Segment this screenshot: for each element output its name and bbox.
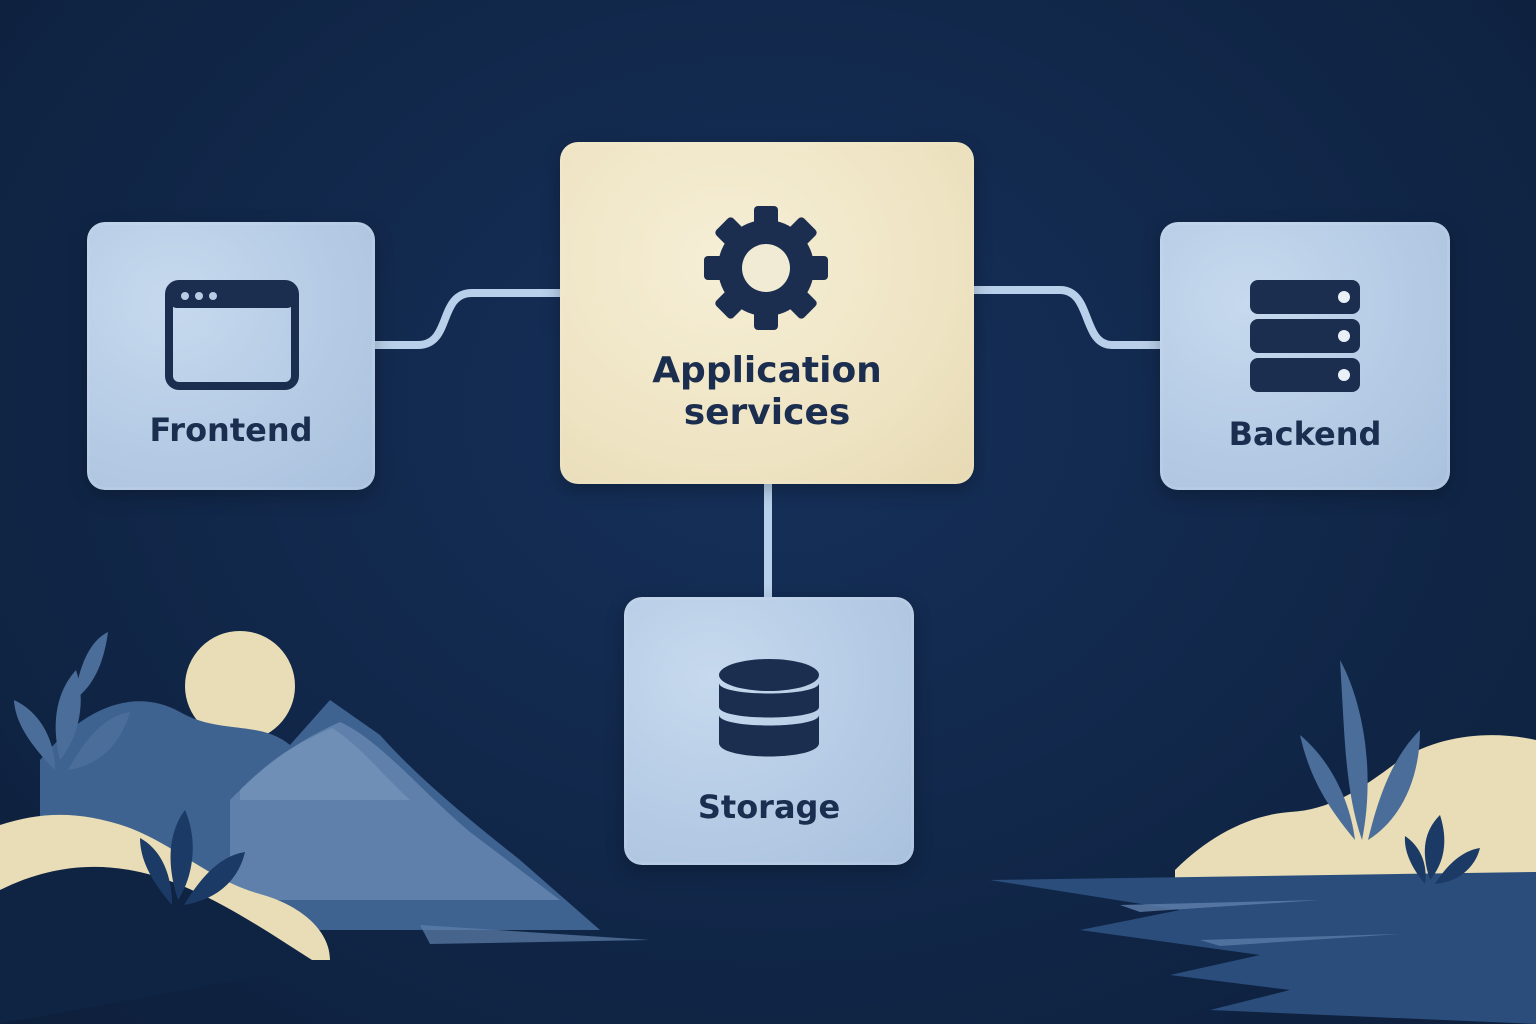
water-streak-left xyxy=(420,925,650,944)
plant-leaf xyxy=(68,712,130,770)
plant-leaf xyxy=(14,700,55,770)
plant-leaf xyxy=(1368,730,1420,840)
application-services-label: Application services xyxy=(560,350,974,435)
connector-application-backend xyxy=(970,286,1164,349)
browser-window-icon xyxy=(165,280,299,390)
left-landscape xyxy=(0,631,650,1024)
plant-leaf xyxy=(1435,848,1480,884)
sand-dune-right xyxy=(1175,735,1536,905)
water-right xyxy=(990,872,1536,1024)
plant-leaf xyxy=(55,670,81,760)
backend-label: Backend xyxy=(1228,415,1382,453)
frontend-label: Frontend xyxy=(149,411,313,449)
plant-leaf xyxy=(170,810,193,900)
mountain-highlight xyxy=(240,728,410,800)
plant-leaf xyxy=(184,852,245,905)
right-landscape xyxy=(990,660,1536,1024)
plant-leaf xyxy=(1424,815,1445,880)
water-shine xyxy=(1200,934,1400,946)
plant-leaf xyxy=(1340,660,1368,840)
application-label-line2: services xyxy=(683,392,851,434)
application-label-line1: Application xyxy=(652,350,882,391)
application-services-node: Application services xyxy=(560,142,974,484)
plant-leaf xyxy=(1404,836,1426,884)
connector-frontend-application xyxy=(371,289,564,349)
plant-leaf xyxy=(1300,735,1355,840)
moon xyxy=(185,631,295,741)
storage-node: Storage xyxy=(624,597,914,865)
plant-leaf xyxy=(74,632,108,700)
frontend-node: Frontend xyxy=(87,222,375,490)
dark-hill-left xyxy=(0,866,320,1024)
backend-node: Backend xyxy=(1160,222,1450,490)
water-shine xyxy=(1120,900,1320,912)
plant-leaf xyxy=(140,838,172,905)
server-stack-icon xyxy=(1250,280,1360,392)
gear-icon xyxy=(704,206,828,330)
database-icon xyxy=(719,659,819,757)
storage-label: Storage xyxy=(697,788,841,826)
